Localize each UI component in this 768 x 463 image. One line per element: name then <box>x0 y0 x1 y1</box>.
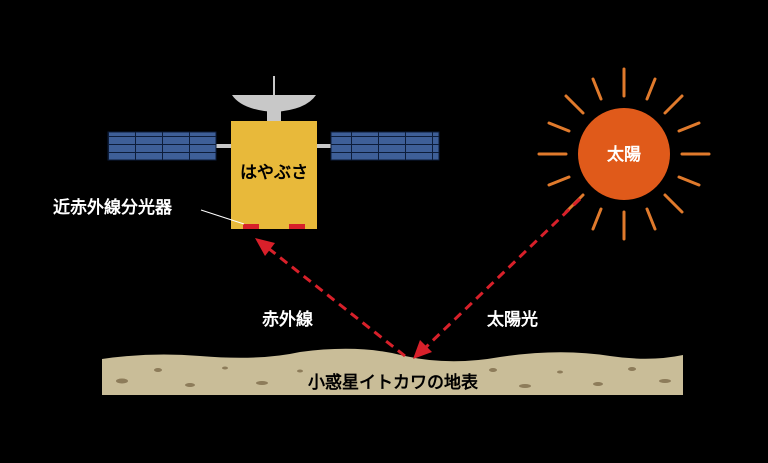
infrared-label: 赤外線 <box>262 309 313 330</box>
spectrometer-label: 近赤外線分光器 <box>53 197 173 218</box>
sun: 太陽 <box>537 67 711 241</box>
sun-rays <box>537 67 711 241</box>
left-boom <box>215 144 233 148</box>
sunlight-label: 太陽光 <box>487 309 538 330</box>
sun-label: 太陽 <box>607 144 641 165</box>
ground-speckles <box>116 366 671 388</box>
ground-band <box>102 348 683 395</box>
hayabusa-satellite: はやぶさ <box>107 76 440 229</box>
spectrometer-leader-line <box>200 209 245 225</box>
left-solar-panel <box>107 131 217 161</box>
satellite-label: はやぶさ <box>240 163 308 183</box>
antenna-dish <box>232 95 316 112</box>
spectrometer-sensor-right <box>289 224 305 229</box>
infrared-arrow <box>255 238 406 358</box>
right-solar-panel <box>330 131 440 161</box>
sun-disc <box>578 108 670 200</box>
surface-label: 小惑星イトカワの地表 <box>308 372 479 393</box>
right-boom <box>316 144 332 148</box>
asteroid-surface: 小惑星イトカワの地表 <box>102 348 683 395</box>
satellite-body <box>231 121 317 229</box>
antenna-mount <box>267 111 281 121</box>
spectrometer-sensor-left <box>243 224 259 229</box>
sunlight-arrow <box>413 197 582 359</box>
